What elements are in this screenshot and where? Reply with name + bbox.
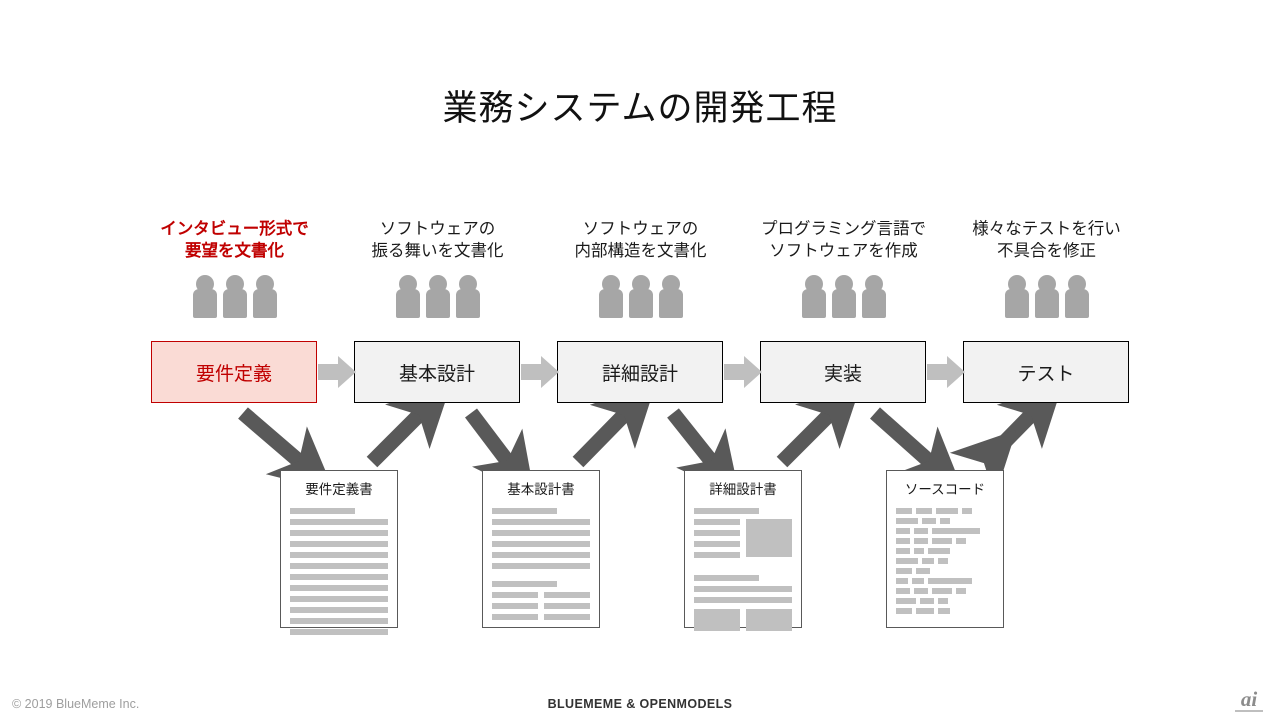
column-3: ソフトウェアの 内部構造を文書化 bbox=[538, 218, 743, 318]
column-1: インタビュー形式で 要望を文書化 bbox=[132, 218, 337, 318]
person-icon bbox=[658, 275, 683, 318]
column-caption-4: プログラミング言語で ソフトウェアを作成 bbox=[761, 220, 926, 260]
person-icon bbox=[861, 275, 886, 318]
arrow-doc3-to-phase4 bbox=[776, 382, 862, 468]
person-icon bbox=[455, 275, 480, 318]
people-group-4 bbox=[741, 274, 946, 318]
person-icon bbox=[222, 275, 247, 318]
chevron-1-2-icon bbox=[318, 356, 356, 388]
people-group-5 bbox=[944, 274, 1149, 318]
person-icon bbox=[1004, 275, 1029, 318]
phase-box-detailed-design[interactable]: 詳細設計 bbox=[557, 341, 723, 403]
logo-bar bbox=[1235, 710, 1263, 712]
person-icon bbox=[425, 275, 450, 318]
document-title: ソースコード bbox=[904, 482, 986, 497]
person-icon bbox=[801, 275, 826, 318]
arrow-phase3-to-doc3 bbox=[667, 408, 741, 498]
arrow-doc1-to-phase2 bbox=[366, 382, 452, 468]
arrow-doc4-to-phase5 bbox=[949, 381, 1064, 497]
column-caption-1: インタビュー形式で 要望を文書化 bbox=[160, 220, 309, 260]
person-icon bbox=[395, 275, 420, 318]
arrow-phase4-to-doc4 bbox=[870, 407, 964, 492]
person-icon bbox=[598, 275, 623, 318]
document-title: 基本設計書 bbox=[507, 482, 575, 497]
document-card-requirements[interactable]: 要件定義書 bbox=[280, 470, 398, 635]
person-icon bbox=[252, 275, 277, 318]
phase-box-test[interactable]: テスト bbox=[963, 341, 1129, 403]
footer-brand: BLUEMEME & OPENMODELS bbox=[547, 697, 733, 711]
arrow-doc2-to-phase3 bbox=[572, 381, 657, 468]
company-logo-icon: ai bbox=[1232, 688, 1266, 714]
phase-box-basic-design[interactable]: 基本設計 bbox=[354, 341, 520, 403]
document-title: 要件定義書 bbox=[305, 482, 373, 497]
person-icon bbox=[1034, 275, 1059, 318]
page-title: 業務システムの開発工程 bbox=[442, 89, 838, 128]
column-caption-2: ソフトウェアの 振る舞いを文書化 bbox=[371, 220, 504, 260]
logo-text: ai bbox=[1240, 687, 1258, 711]
chevron-2-3-icon bbox=[521, 356, 559, 388]
column-caption-5: 様々なテストを行い 不具合を修正 bbox=[972, 220, 1121, 260]
people-group-3 bbox=[538, 274, 743, 318]
chevron-3-4-icon bbox=[724, 356, 762, 388]
document-card-detailed-design[interactable]: 詳細設計書 bbox=[684, 470, 802, 631]
column-caption-3: ソフトウェアの 内部構造を文書化 bbox=[574, 220, 707, 260]
people-group-2 bbox=[335, 274, 540, 318]
column-5: 様々なテストを行い 不具合を修正 bbox=[944, 218, 1149, 318]
column-4: プログラミング言語で ソフトウェアを作成 bbox=[741, 218, 946, 318]
arrow-phase2-to-doc2 bbox=[465, 408, 536, 498]
footer-copyright: © 2019 BlueMeme Inc. bbox=[12, 697, 140, 711]
arrow-phase1-to-doc1 bbox=[238, 407, 335, 492]
people-group-1 bbox=[132, 274, 337, 318]
person-icon bbox=[1064, 275, 1089, 318]
document-card-basic-design[interactable]: 基本設計書 bbox=[482, 470, 600, 628]
phase-box-requirements[interactable]: 要件定義 bbox=[151, 341, 317, 403]
person-icon bbox=[831, 275, 856, 318]
chevron-4-5-icon bbox=[927, 356, 965, 388]
person-icon bbox=[192, 275, 217, 318]
document-title: 詳細設計書 bbox=[709, 482, 777, 497]
phase-box-implementation[interactable]: 実装 bbox=[760, 341, 926, 403]
column-2: ソフトウェアの 振る舞いを文書化 bbox=[335, 218, 540, 318]
document-card-source-code[interactable]: ソースコード bbox=[886, 470, 1004, 628]
person-icon bbox=[628, 275, 653, 318]
